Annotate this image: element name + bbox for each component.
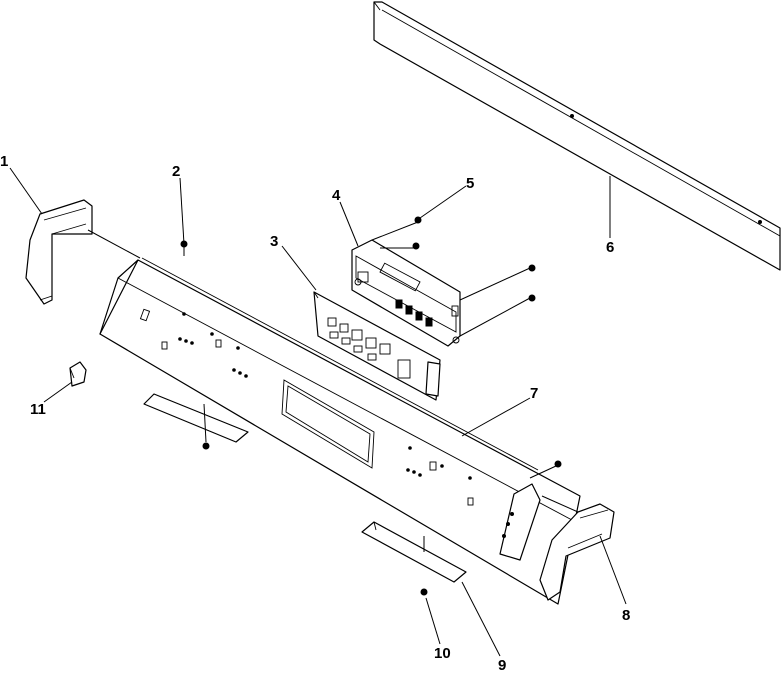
callout-1: 1 bbox=[0, 153, 8, 170]
callout-9: 9 bbox=[498, 657, 506, 674]
left-end-cap bbox=[25, 199, 93, 305]
callout-10: 10 bbox=[434, 645, 451, 662]
callout-4: 4 bbox=[332, 187, 341, 204]
clip-part bbox=[69, 361, 87, 387]
callout-2: 2 bbox=[172, 163, 180, 180]
touch-control-overlay bbox=[313, 291, 441, 401]
callout-7: 7 bbox=[530, 385, 538, 402]
callout-labels: 1 2 3 4 5 6 7 8 9 10 11 bbox=[0, 153, 630, 674]
callout-11: 11 bbox=[30, 401, 46, 418]
rear-trim-strip bbox=[373, 1, 781, 271]
bottom-bracket bbox=[361, 521, 467, 583]
callout-3: 3 bbox=[270, 233, 278, 250]
control-panel-backsplash bbox=[99, 257, 581, 605]
callout-8: 8 bbox=[622, 607, 630, 624]
callout-6: 6 bbox=[606, 239, 614, 256]
leader-lines bbox=[9, 167, 627, 657]
right-end-cap bbox=[499, 483, 615, 601]
callout-5: 5 bbox=[466, 175, 474, 192]
